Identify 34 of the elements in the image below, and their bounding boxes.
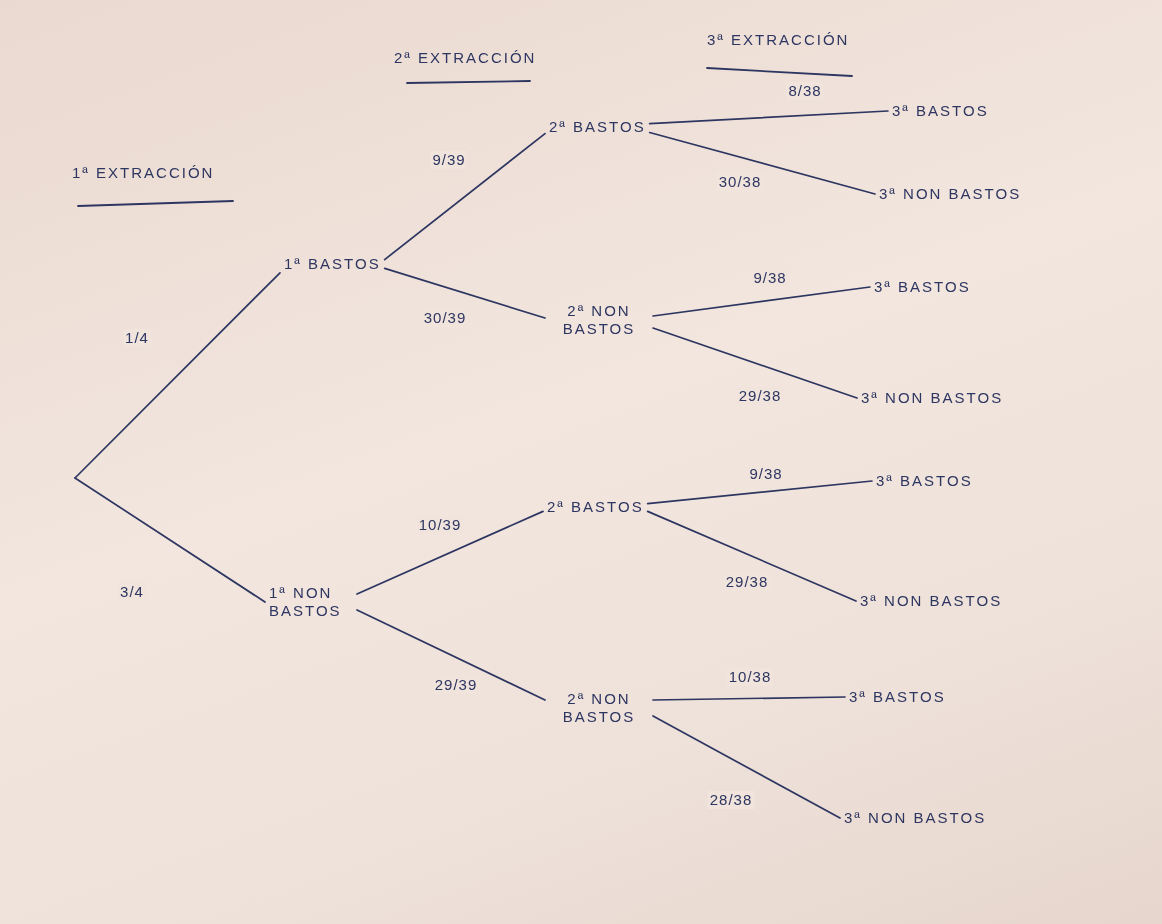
- branch-line: [356, 510, 544, 595]
- column-heading: 1ª EXTRACCIÓN: [71, 163, 216, 183]
- outcome-label: 3ª BASTOS: [870, 276, 975, 298]
- outcome-label: 3ª BASTOS: [872, 470, 977, 492]
- outcome-label: 2ª BASTOS: [543, 496, 648, 518]
- branch-line: [648, 110, 889, 125]
- outcome-label: 1ª NON BASTOS: [265, 582, 357, 622]
- edge-label: 9/39: [430, 151, 468, 169]
- outcome-label: 3ª NON BASTOS: [856, 590, 1007, 612]
- column-heading: 2ª EXTRACCIÓN: [393, 48, 538, 68]
- outcome-label: 2ª NON BASTOS: [545, 300, 653, 340]
- outcome-label: 3ª BASTOS: [845, 686, 950, 708]
- branch-line: [356, 609, 546, 701]
- branch-line: [646, 510, 857, 602]
- outcome-label: 3ª NON BASTOS: [875, 183, 1026, 205]
- edge-label: 28/38: [707, 791, 755, 809]
- branch-line: [652, 286, 871, 317]
- outcome-label: 1ª BASTOS: [280, 253, 385, 275]
- branch-line: [652, 715, 841, 819]
- branch-line: [74, 477, 266, 603]
- outcome-label: 3ª NON BASTOS: [840, 807, 991, 829]
- outcome-label: 3ª BASTOS: [888, 100, 993, 122]
- outcome-label: 3ª NON BASTOS: [857, 387, 1008, 409]
- branch-line: [646, 480, 873, 505]
- outcome-label: 2ª BASTOS: [545, 116, 650, 138]
- outcome-label: 2ª NON BASTOS: [545, 688, 653, 728]
- branch-line: [383, 132, 546, 261]
- branch-line: [74, 271, 281, 479]
- edge-label: 8/38: [786, 82, 824, 100]
- branch-line: [652, 327, 858, 399]
- column-heading: 3ª EXTRACCIÓN: [706, 30, 851, 50]
- branch-line: [648, 131, 876, 195]
- branch-line: [383, 267, 546, 319]
- branch-line: [652, 696, 846, 701]
